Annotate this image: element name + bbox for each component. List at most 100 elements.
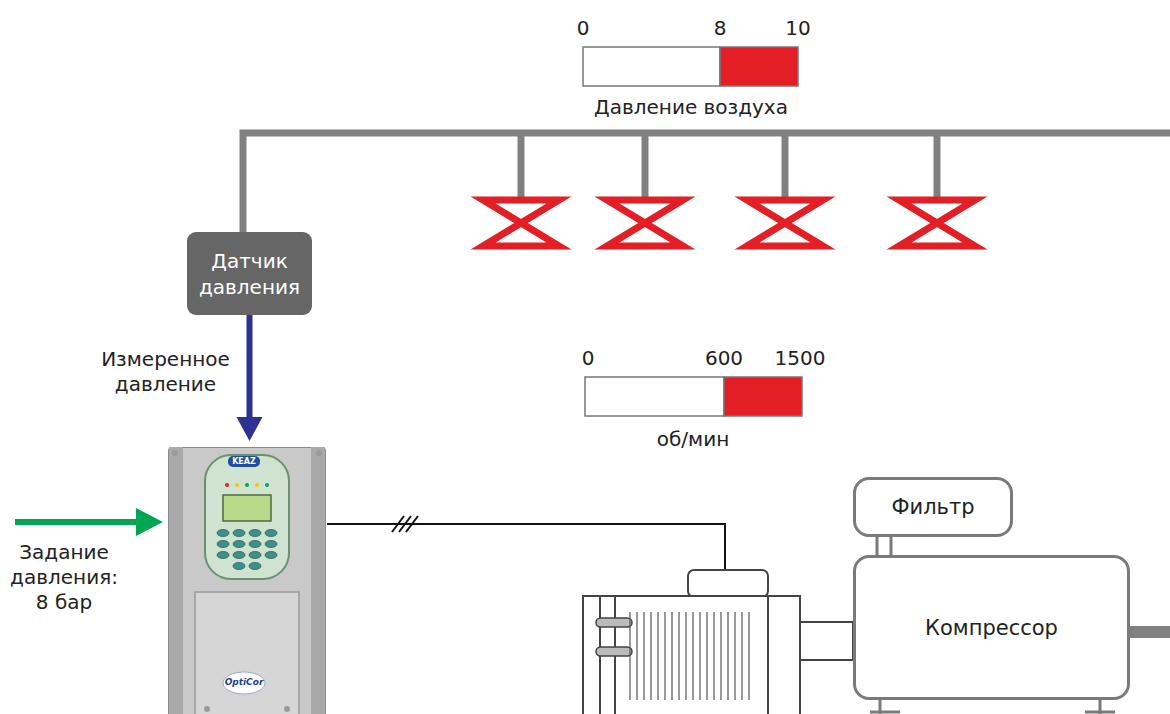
arrow-head bbox=[237, 417, 263, 441]
valve-symbol bbox=[483, 200, 559, 246]
screw bbox=[172, 450, 178, 456]
fin bbox=[699, 612, 700, 700]
arrow-head bbox=[136, 508, 163, 536]
arrow-shaft bbox=[247, 315, 253, 419]
valve-stem bbox=[642, 133, 649, 198]
fin bbox=[720, 612, 721, 700]
valve-symbol bbox=[899, 200, 975, 246]
screw bbox=[284, 706, 290, 712]
screw bbox=[204, 706, 210, 712]
sensor-box: Датчик давления bbox=[187, 232, 312, 315]
filter-neck bbox=[877, 535, 891, 557]
fin bbox=[692, 612, 693, 700]
key bbox=[249, 541, 261, 548]
fin bbox=[650, 612, 651, 700]
fin bbox=[678, 612, 679, 700]
scale-value: 600 bbox=[705, 346, 743, 371]
compressor-box: Компрессор bbox=[853, 555, 1130, 700]
motor-fins bbox=[630, 612, 749, 700]
valves bbox=[483, 133, 975, 246]
scale-bar-red bbox=[724, 377, 802, 416]
text-wrap: Компрессор bbox=[925, 616, 1058, 640]
scale-value: 0 bbox=[577, 16, 590, 41]
key bbox=[233, 563, 245, 570]
motor-handle bbox=[596, 618, 632, 627]
fin bbox=[629, 612, 630, 700]
led bbox=[255, 483, 259, 487]
key bbox=[217, 552, 229, 559]
fin bbox=[706, 612, 707, 700]
key bbox=[217, 541, 229, 548]
valve-stem bbox=[782, 133, 789, 198]
signal-arrow bbox=[237, 315, 263, 441]
motor-shaft bbox=[800, 622, 853, 660]
scale-caption: об/мин bbox=[657, 427, 729, 452]
drive-body bbox=[167, 447, 327, 714]
scale-bar bbox=[583, 47, 720, 86]
key bbox=[249, 552, 261, 559]
fin bbox=[643, 612, 644, 700]
scale-caption: Давление воздуха bbox=[594, 95, 788, 120]
fin bbox=[664, 612, 665, 700]
edge-label: Измеренное давление bbox=[96, 347, 236, 397]
key bbox=[265, 530, 277, 537]
terminal-box bbox=[688, 570, 768, 597]
valve-stem bbox=[934, 133, 941, 198]
outlet-pipe bbox=[1128, 626, 1170, 638]
key bbox=[233, 530, 245, 537]
fin bbox=[671, 612, 672, 700]
key bbox=[265, 541, 277, 548]
lcd-screen bbox=[223, 495, 271, 521]
setpoint-label: Задание давления: 8 бар bbox=[4, 540, 124, 615]
key bbox=[217, 530, 229, 537]
frequency-drive: KEAZ OptiCor bbox=[167, 447, 327, 714]
text-wrap: Фильтр bbox=[891, 495, 974, 519]
scale-bar bbox=[585, 377, 724, 416]
keypad-bezel bbox=[205, 455, 289, 579]
key bbox=[233, 552, 245, 559]
drive-cover bbox=[195, 592, 299, 714]
logo-oval bbox=[223, 672, 265, 694]
screw bbox=[316, 450, 322, 456]
three-phase-mark bbox=[392, 516, 418, 532]
key bbox=[265, 552, 277, 559]
scale-value: 10 bbox=[785, 16, 810, 41]
scale-value: 0 bbox=[582, 346, 595, 371]
neck-connector bbox=[877, 535, 891, 557]
drive-side bbox=[311, 447, 325, 714]
fin bbox=[657, 612, 658, 700]
air-pipe bbox=[243, 133, 1170, 232]
led bbox=[235, 483, 239, 487]
valve-stem bbox=[518, 133, 525, 198]
led bbox=[265, 483, 269, 487]
fin bbox=[748, 612, 749, 700]
motor-cable bbox=[327, 524, 725, 570]
fin bbox=[741, 612, 742, 700]
fin bbox=[727, 612, 728, 700]
scale-value: 8 bbox=[714, 16, 727, 41]
key bbox=[249, 530, 261, 537]
valve-symbol bbox=[607, 200, 683, 246]
fin bbox=[685, 612, 686, 700]
node-text: Фильтр bbox=[891, 495, 974, 519]
valve-symbol bbox=[747, 200, 823, 246]
fin bbox=[734, 612, 735, 700]
key bbox=[233, 541, 245, 548]
drive-side bbox=[169, 447, 183, 714]
motor-handle bbox=[596, 647, 632, 656]
node-text: Компрессор bbox=[925, 616, 1058, 640]
node-text: Датчик давления bbox=[193, 248, 306, 300]
filter-box: Фильтр bbox=[853, 477, 1013, 537]
scale-value: 1500 bbox=[775, 346, 826, 371]
fin bbox=[636, 612, 637, 700]
brand-logo: KEAZ bbox=[228, 456, 260, 467]
product-logo: OptiCor bbox=[225, 677, 264, 688]
key bbox=[249, 563, 261, 570]
text-wrap: Датчик давления bbox=[193, 248, 306, 300]
motor-body bbox=[615, 596, 800, 714]
led bbox=[225, 483, 229, 487]
drive-housing bbox=[169, 447, 325, 714]
led bbox=[245, 483, 249, 487]
compressor-feet bbox=[870, 700, 1115, 714]
scale-bar-red bbox=[720, 47, 798, 86]
